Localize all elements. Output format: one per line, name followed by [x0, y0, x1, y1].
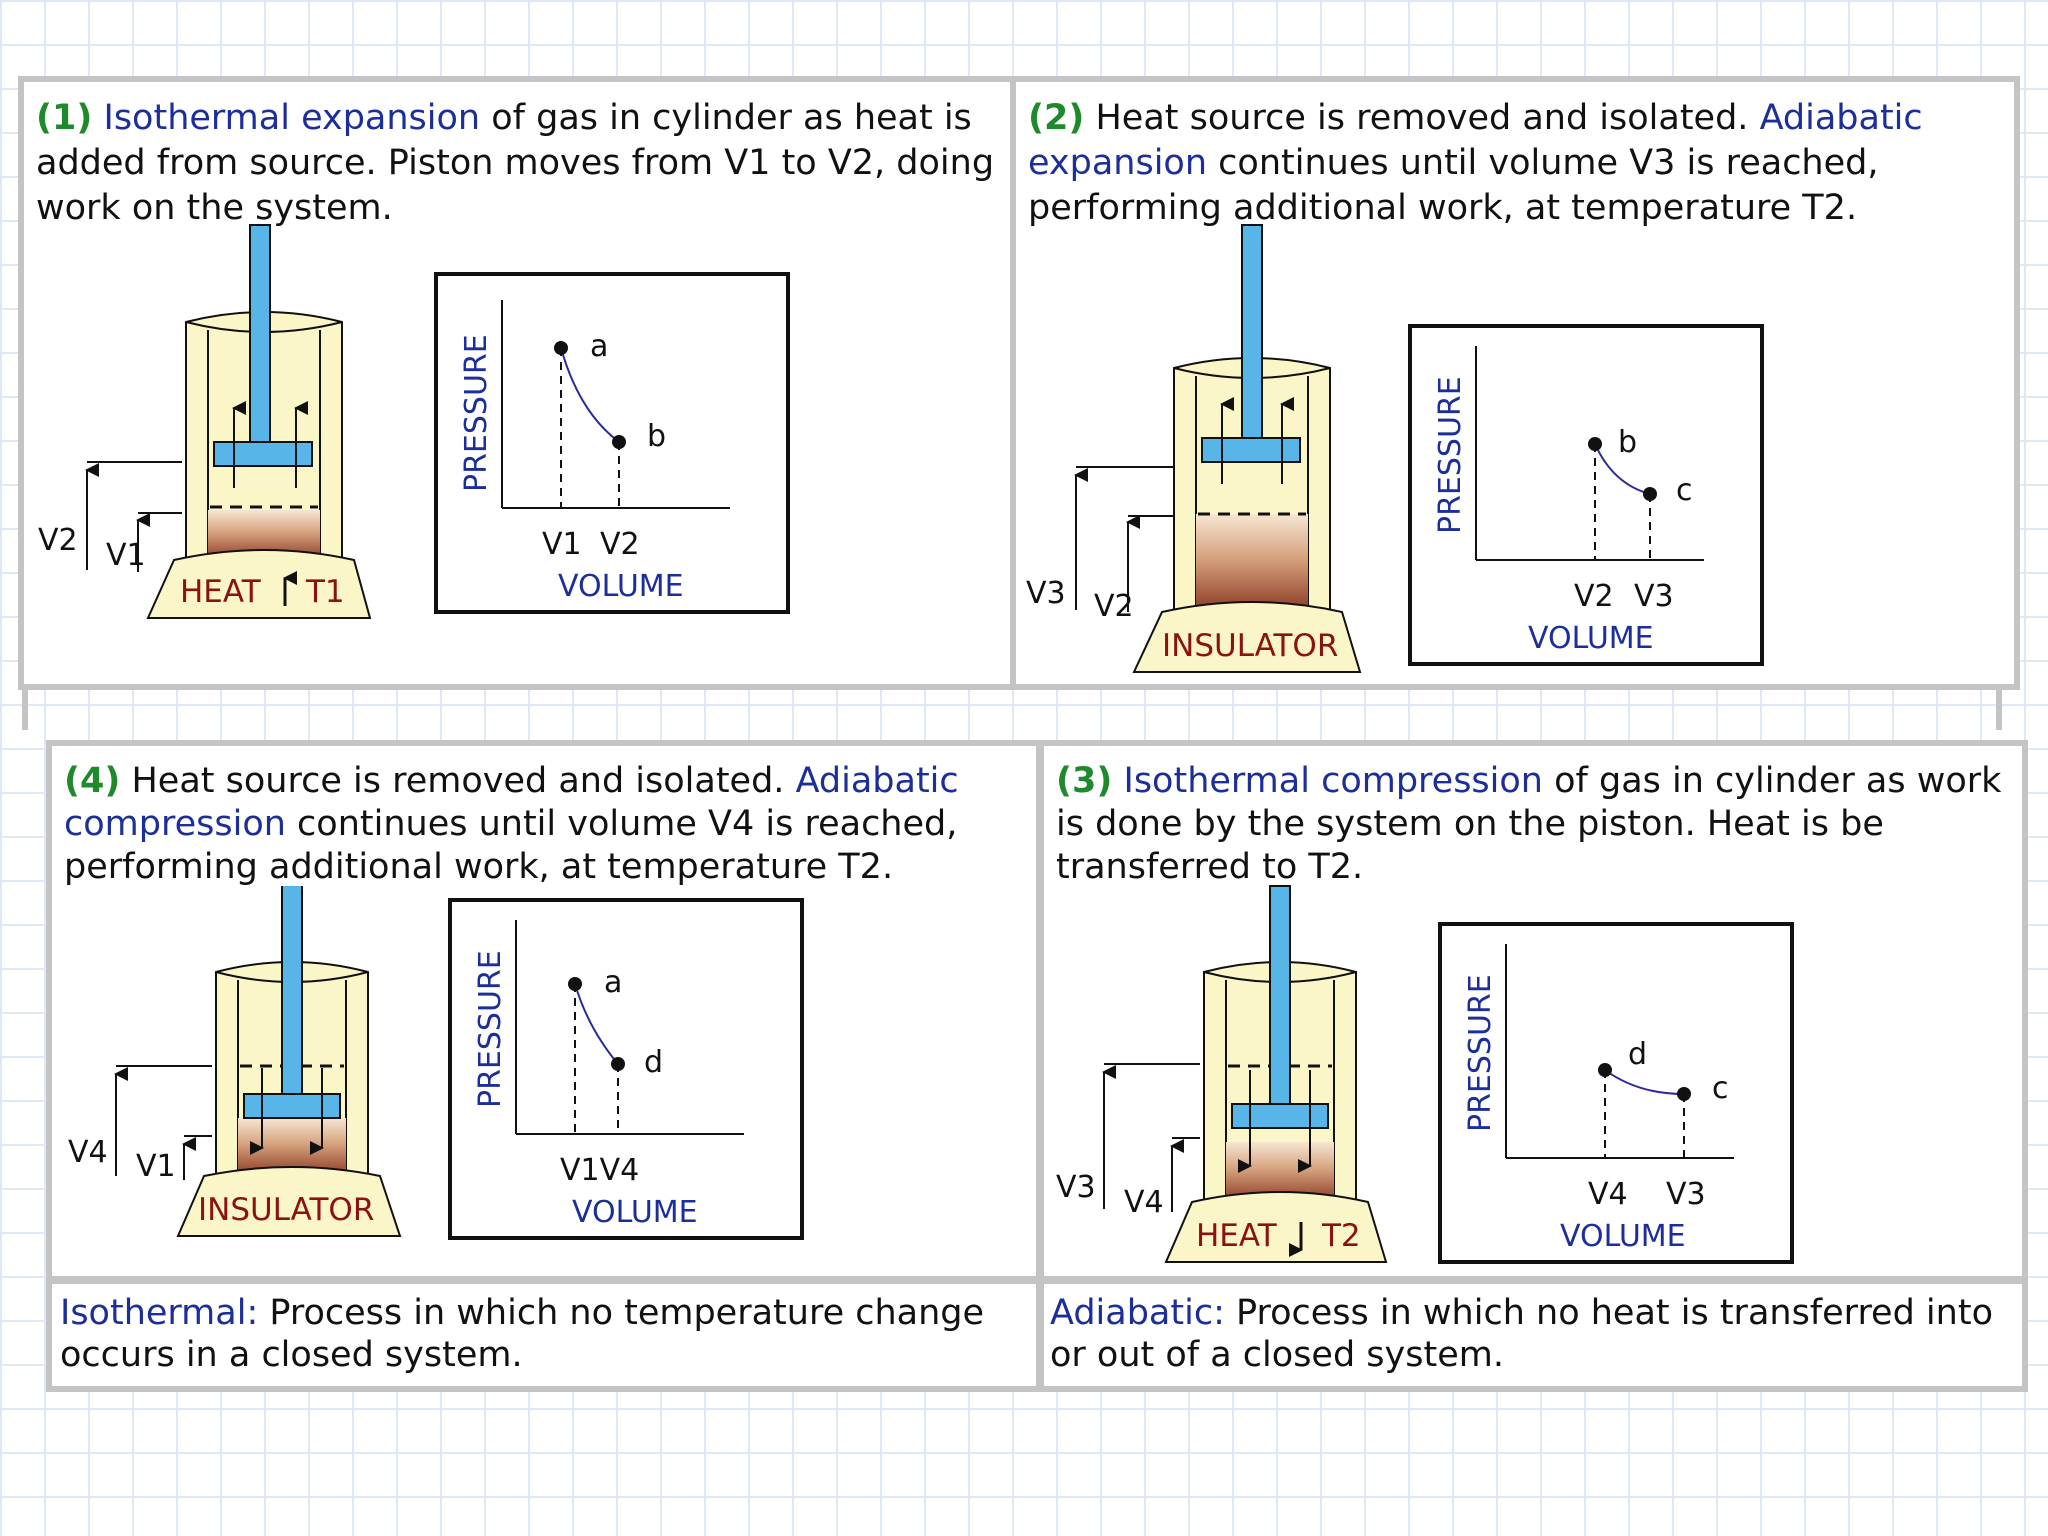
panel-1-caption: (1) Isothermal expansion of gas in cylin… — [36, 96, 1002, 231]
pv-graph: PRESSURE a d V1V4 VOLUME — [448, 898, 804, 1240]
panel-3: (3) Isothermal compression of gas in cyl… — [1044, 746, 2022, 1274]
panel-3-caption: (3) Isothermal compression of gas in cyl… — [1056, 760, 2014, 889]
pv-graph: PRESSURE d c V4 V3 VOLUME — [1438, 922, 1794, 1264]
definition-term: Isothermal: — [60, 1293, 259, 1333]
point-label: a — [590, 329, 608, 364]
x-tick-label: V4 — [1588, 1177, 1628, 1212]
pv-graph: PRESSURE a b V1 V2 VOLUME — [434, 272, 790, 614]
volume-axis-label: VOLUME — [572, 1195, 698, 1230]
temp-label: T1 — [305, 574, 345, 610]
caption-text: Heat source is removed and isolated. — [120, 761, 796, 801]
pressure-axis-label: PRESSURE — [459, 334, 494, 492]
adiabatic-definition: Adiabatic: Process in which no heat is t… — [1050, 1292, 2016, 1376]
pressure-axis-label: PRESSURE — [1463, 974, 1498, 1132]
definition-text: Process in which no heat is transferred … — [1050, 1293, 1993, 1375]
cylinder-diagram: V3 V2 INSULATOR — [1026, 224, 1362, 673]
pv-graph: PRESSURE b c V2 V3 VOLUME — [1408, 324, 1764, 666]
volume-axis-label: VOLUME — [1560, 1219, 1686, 1254]
x-tick-label: V3 — [1634, 579, 1674, 614]
insulator-label: INSULATOR — [1162, 628, 1338, 664]
step-number: (2) — [1028, 98, 1085, 138]
caption-text: continues until volume V3 is reached, pe… — [1028, 143, 1879, 228]
v1-label: V1 — [136, 1149, 176, 1184]
step-number: (1) — [36, 98, 93, 138]
caption-text: continues until volume V4 is reached, pe… — [64, 804, 958, 887]
caption-text: Heat source is removed and isolated. — [1084, 98, 1760, 138]
heat-label: HEAT — [180, 574, 262, 610]
definition-text: Process in which no temperature change o… — [60, 1293, 985, 1375]
x-tick-label: V2 — [1574, 579, 1614, 614]
v1-label: V1 — [106, 538, 146, 573]
cylinder-diagram: V2 V1 HEAT T1 — [38, 224, 372, 619]
panel-4: (4) Heat source is removed and isolated.… — [52, 746, 1036, 1274]
point-label: c — [1676, 473, 1693, 508]
pressure-axis-label: PRESSURE — [473, 950, 508, 1108]
cylinder-diagram: V4 V1 INSULATOR — [68, 886, 402, 1237]
cylinder-diagram: V3 V4 HEAT T2 — [1056, 885, 1388, 1263]
v2-label: V2 — [38, 523, 78, 558]
step-number: (3) — [1056, 761, 1113, 801]
volume-axis-label: VOLUME — [558, 569, 684, 604]
caption-text: of gas in cylinder as work is done by th… — [1056, 761, 2002, 887]
v4-label: V4 — [68, 1135, 108, 1170]
v4-label: V4 — [1124, 1185, 1164, 1220]
insulator-label: INSULATOR — [198, 1192, 374, 1228]
panel-2-caption: (2) Heat source is removed and isolated.… — [1028, 96, 2006, 231]
panel-1: (1) Isothermal expansion of gas in cylin… — [24, 82, 1010, 684]
heat-label: HEAT — [1196, 1218, 1278, 1254]
volume-axis-label: VOLUME — [1528, 621, 1654, 656]
point-label: b — [647, 419, 666, 454]
process-term: Isothermal compression — [1123, 761, 1544, 801]
process-term: Isothermal expansion — [103, 98, 481, 138]
point-label: b — [1618, 425, 1637, 460]
v3-label: V3 — [1026, 576, 1066, 611]
x-tick-label: V1 — [542, 527, 582, 562]
process-term: Adiabatic compression — [64, 761, 959, 844]
point-label: a — [604, 965, 622, 1000]
point-label: c — [1712, 1071, 1729, 1106]
temp-label: T2 — [1321, 1218, 1361, 1254]
x-tick-label: V3 — [1666, 1177, 1706, 1212]
isothermal-definition: Isothermal: Process in which no temperat… — [60, 1292, 1030, 1376]
point-label: d — [1628, 1037, 1647, 1072]
pressure-axis-label: PRESSURE — [1433, 376, 1468, 534]
x-tick-label: V2 — [600, 527, 640, 562]
panel-2: (2) Heat source is removed and isolated.… — [1016, 82, 2014, 684]
process-term: Adiabatic expansion — [1028, 98, 1923, 183]
caption-text: of gas in cylinder as heat is added from… — [36, 98, 995, 228]
v2-label: V2 — [1094, 589, 1134, 624]
point-label: d — [644, 1045, 663, 1080]
v3-label: V3 — [1056, 1170, 1096, 1205]
definition-term: Adiabatic: — [1050, 1293, 1225, 1333]
panel-4-caption: (4) Heat source is removed and isolated.… — [64, 760, 1028, 889]
x-tick-label: V1V4 — [560, 1153, 639, 1188]
step-number: (4) — [64, 761, 121, 801]
